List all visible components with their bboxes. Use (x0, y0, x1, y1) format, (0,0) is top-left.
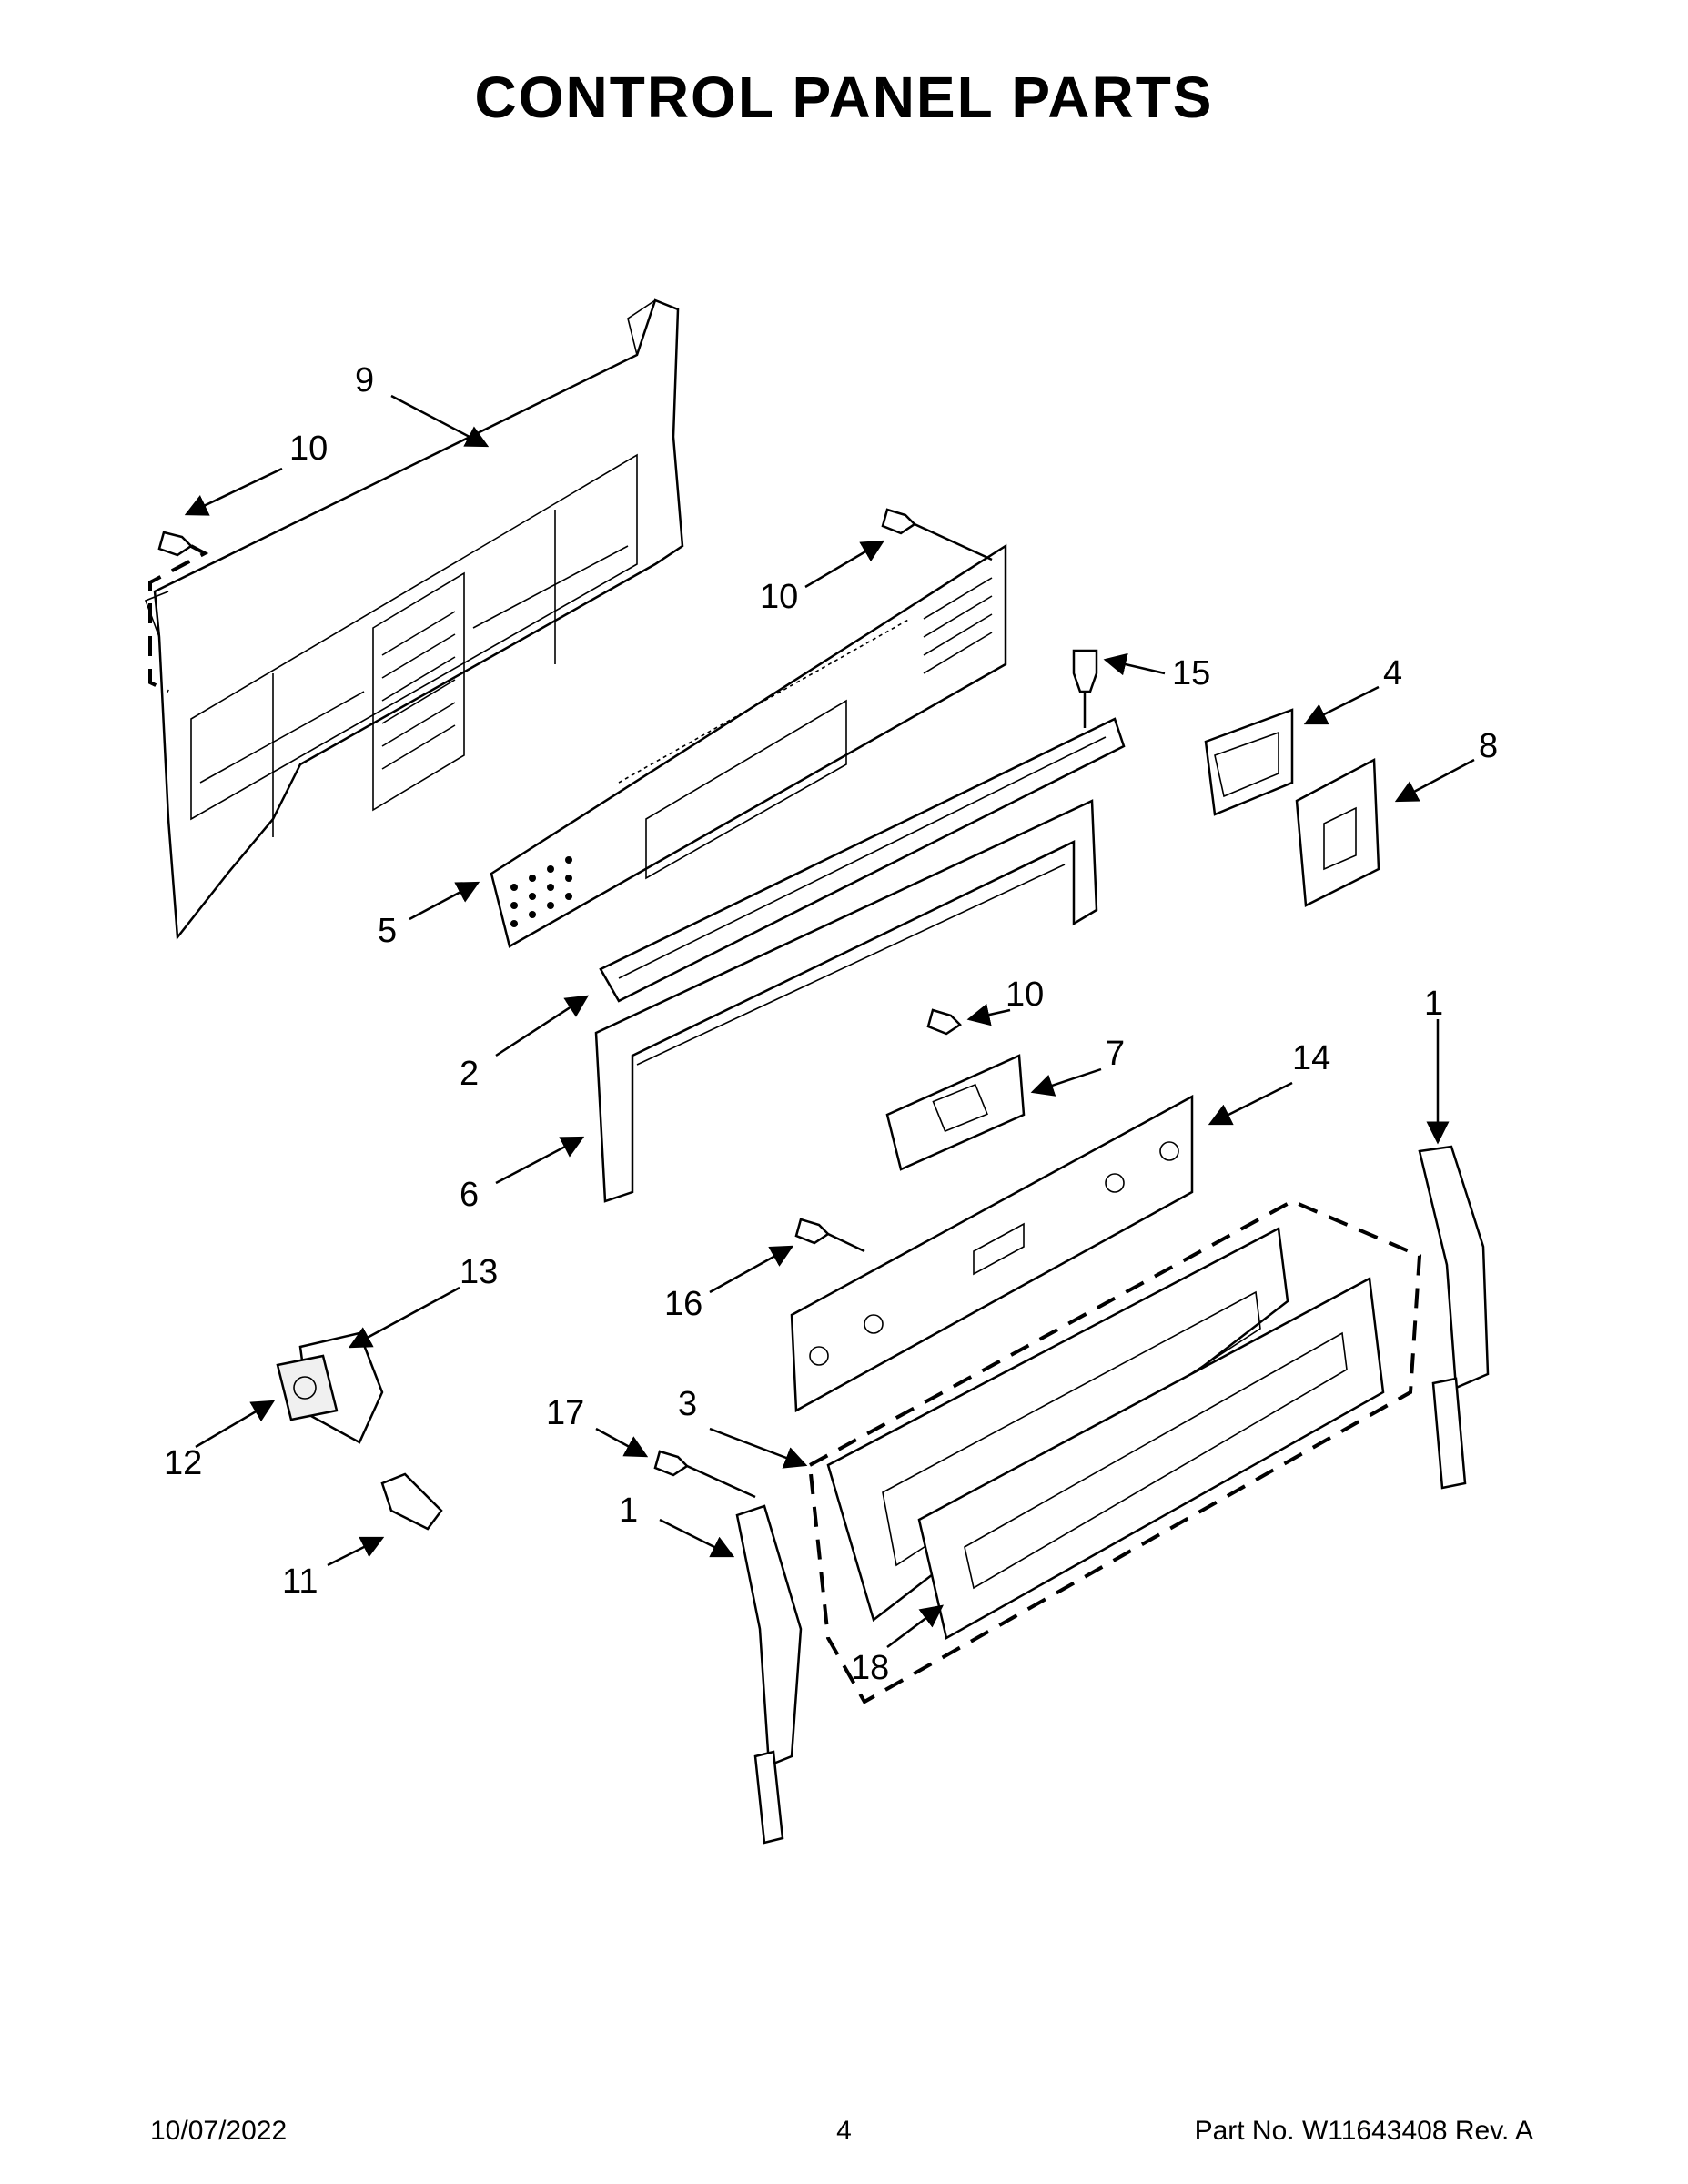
callout-8: 8 (1479, 727, 1498, 765)
callout-6: 6 (460, 1176, 479, 1214)
part-7-ui-board (885, 1054, 1026, 1171)
part-14-console (790, 1094, 1194, 1413)
callout-17: 17 (546, 1394, 584, 1432)
callout-16: 16 (664, 1285, 702, 1323)
callout-5: 5 (378, 912, 397, 950)
part-16-screw (794, 1218, 865, 1253)
part-2-channel (599, 717, 1126, 1003)
footer-date: 10/07/2022 (150, 2116, 288, 2146)
part-1-right-endcap (1418, 1145, 1490, 1490)
callout-3: 3 (678, 1385, 697, 1423)
leader-lines (184, 394, 1475, 1648)
callout-10-a: 10 (289, 430, 328, 468)
callout-7: 7 (1106, 1035, 1125, 1073)
callout-18: 18 (851, 1649, 889, 1687)
callout-4: 4 (1383, 654, 1402, 693)
callout-labels: 9 10 10 15 4 8 5 10 1 7 14 2 6 13 16 17 … (164, 361, 1498, 1687)
part-12-switch (276, 1354, 339, 1421)
callout-14: 14 (1292, 1039, 1330, 1077)
callout-1-a: 1 (1424, 985, 1443, 1023)
callout-11: 11 (282, 1562, 318, 1601)
callout-9: 9 (355, 361, 374, 399)
part-17-screw (653, 1450, 756, 1499)
footer-page-number: 4 (836, 2116, 852, 2146)
part-1-left-endcap (735, 1504, 803, 1845)
callout-10-b: 10 (760, 578, 798, 616)
callout-1-b: 1 (619, 1491, 638, 1530)
part-10-screw-a (148, 531, 209, 693)
part-15-screw (1072, 649, 1098, 728)
part-3-18-trim-assembly (807, 1198, 1422, 1704)
footer-part-number: Part No. W11643408 Rev. A (1194, 2116, 1533, 2146)
part-4-control-board (1204, 708, 1294, 816)
page-title: CONTROL PANEL PARTS (474, 65, 1214, 130)
part-10-screw-c (926, 1008, 962, 1036)
part-9-rear-panel (144, 298, 684, 941)
callout-13: 13 (460, 1253, 498, 1291)
part-11-clip (380, 1472, 443, 1531)
part-10-screw-b (881, 508, 993, 561)
part-8-bracket (1295, 757, 1380, 907)
callout-2: 2 (460, 1055, 479, 1093)
callout-10-c: 10 (1006, 976, 1044, 1014)
part-5-panel-bracket (490, 543, 1007, 948)
part-6-frame (594, 799, 1098, 1203)
callout-15: 15 (1172, 654, 1210, 693)
callout-12: 12 (164, 1444, 202, 1482)
